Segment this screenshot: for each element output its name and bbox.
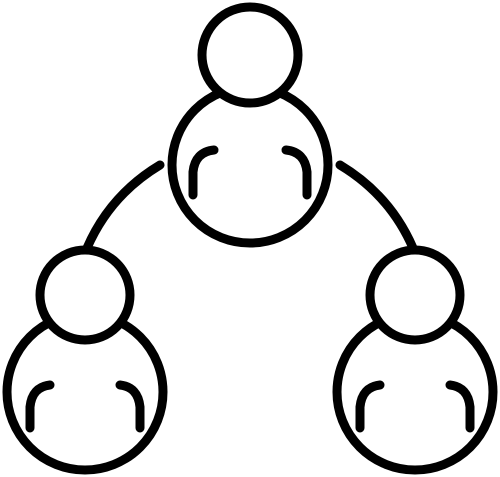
- member-left-head: [35, 245, 135, 345]
- member-left-left-arm: [25, 380, 55, 433]
- member-right-person-icon: [332, 245, 498, 475]
- member-right-head: [365, 245, 465, 345]
- member-right-left-arm: [355, 380, 385, 433]
- member-right-right-arm: [445, 380, 475, 433]
- leader-right-arm: [281, 145, 312, 200]
- leader-person-icon: [167, 2, 333, 248]
- leader-left-arm: [188, 145, 219, 200]
- connector-left: [82, 160, 165, 253]
- member-left-person-icon: [2, 245, 168, 475]
- connector-right: [335, 160, 418, 253]
- leader-head: [197, 2, 303, 108]
- member-left-right-arm: [115, 380, 145, 433]
